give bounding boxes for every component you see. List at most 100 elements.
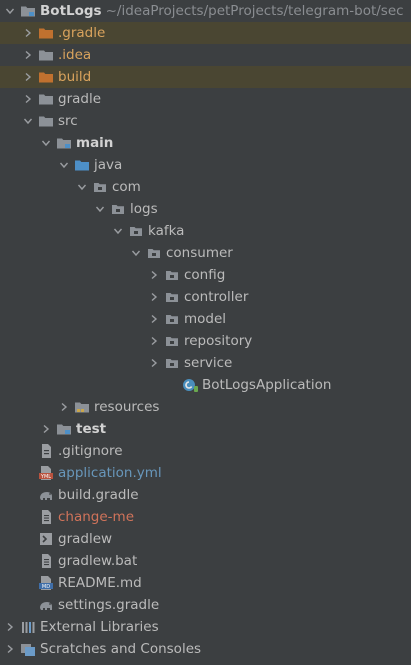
tree-row-label: gradle: [58, 88, 101, 110]
tree-row-resources[interactable]: resources: [0, 396, 411, 418]
tree-row-label: controller: [184, 286, 248, 308]
tree-row-text: .gradle: [58, 25, 106, 41]
tree-row-gitignore[interactable]: .gitignore: [0, 440, 411, 462]
tree-row-com[interactable]: com: [0, 176, 411, 198]
module-folder-icon: [56, 135, 72, 151]
chevron-right-icon[interactable]: [22, 88, 34, 110]
chevron-right-icon[interactable]: [40, 418, 52, 440]
chevron-down-icon[interactable]: [22, 110, 34, 132]
tree-row-logs[interactable]: logs: [0, 198, 411, 220]
tree-row-controller[interactable]: controller: [0, 286, 411, 308]
tree-row-service[interactable]: service: [0, 352, 411, 374]
tree-row-label: .idea: [58, 44, 91, 66]
tree-row-project-root[interactable]: BotLogs~/ideaProjects/petProjects/telegr…: [0, 0, 411, 22]
tree-row-text: config: [184, 267, 226, 283]
tree-row-text: kafka: [148, 223, 185, 239]
chevron-down-icon[interactable]: [94, 198, 106, 220]
tree-row-label: kafka: [148, 220, 184, 242]
gradle-elephant-icon: [38, 487, 54, 503]
chevron-right-icon[interactable]: [148, 308, 160, 330]
tree-row-text: src: [58, 113, 78, 129]
spring-boot-class-icon: [182, 377, 198, 393]
tree-row-label: main: [76, 132, 113, 154]
svg-text:YML: YML: [40, 474, 51, 480]
chevron-down-icon[interactable]: [76, 176, 88, 198]
tree-row-text: main: [76, 135, 114, 151]
tree-row-readme[interactable]: MD README.md: [0, 572, 411, 594]
tree-row-main[interactable]: main: [0, 132, 411, 154]
tree-row-kafka[interactable]: kafka: [0, 220, 411, 242]
libraries-icon: [20, 619, 36, 635]
chevron-down-icon[interactable]: [40, 132, 52, 154]
gradle-elephant-icon: [38, 597, 54, 613]
tree-row-gradlew[interactable]: gradlew: [0, 528, 411, 550]
tree-row-botlogs-application[interactable]: BotLogsApplication: [0, 374, 411, 396]
shell-script-icon: [38, 531, 54, 547]
tree-row-gradlew-bat[interactable]: gradlew.bat: [0, 550, 411, 572]
tree-row-text: settings.gradle: [58, 597, 160, 613]
package-icon: [164, 311, 180, 327]
tree-row-settings-gradle[interactable]: settings.gradle: [0, 594, 411, 616]
tree-row-text: service: [184, 355, 233, 371]
chevron-right-icon[interactable]: [148, 286, 160, 308]
package-icon: [146, 245, 162, 261]
tree-row-build-dir[interactable]: build: [0, 66, 411, 88]
tree-row-model[interactable]: model: [0, 308, 411, 330]
tree-row-text: com: [112, 179, 141, 195]
chevron-right-icon[interactable]: [4, 638, 16, 660]
tree-row-repository[interactable]: repository: [0, 330, 411, 352]
tree-row-config[interactable]: config: [0, 264, 411, 286]
chevron-right-icon[interactable]: [4, 616, 16, 638]
svg-text:MD: MD: [42, 584, 50, 590]
excluded-folder-icon: [38, 25, 54, 41]
chevron-down-icon[interactable]: [112, 220, 124, 242]
tree-row-src[interactable]: src: [0, 110, 411, 132]
tree-row-scratches[interactable]: Scratches and Consoles: [0, 638, 411, 660]
tree-row-label: change-me: [58, 506, 134, 528]
tree-row-text: gradle: [58, 91, 102, 107]
chevron-right-icon[interactable]: [58, 396, 70, 418]
tree-row-java[interactable]: java: [0, 154, 411, 176]
tree-row-build-gradle[interactable]: build.gradle: [0, 484, 411, 506]
tree-row-text: .gitignore: [58, 443, 123, 459]
tree-row-test[interactable]: test: [0, 418, 411, 440]
tree-row-text: BotLogs: [40, 3, 102, 19]
chevron-down-icon[interactable]: [130, 242, 142, 264]
tree-row-label: repository: [184, 330, 252, 352]
folder-icon: [38, 47, 54, 63]
chevron-down-icon[interactable]: [4, 0, 16, 22]
tree-row-label: service: [184, 352, 232, 374]
tree-row-gradle-folder[interactable]: gradle: [0, 88, 411, 110]
tree-row-text: logs: [130, 201, 158, 217]
chevron-right-icon[interactable]: [148, 330, 160, 352]
package-icon: [164, 289, 180, 305]
chevron-right-icon[interactable]: [22, 22, 34, 44]
package-icon: [164, 333, 180, 349]
chevron-down-icon[interactable]: [58, 154, 70, 176]
tree-row-label: com: [112, 176, 141, 198]
project-path: ~/ideaProjects/petProjects/telegram-bot/…: [105, 3, 404, 19]
tree-row-text: README.md: [58, 575, 142, 591]
tree-row-text: gradlew: [58, 531, 113, 547]
tree-row-change-me[interactable]: change-me: [0, 506, 411, 528]
tree-row-consumer[interactable]: consumer: [0, 242, 411, 264]
tree-row-text: model: [184, 311, 227, 327]
chevron-right-icon[interactable]: [148, 352, 160, 374]
tree-row-label: resources: [94, 396, 159, 418]
package-icon: [128, 223, 144, 239]
package-icon: [164, 267, 180, 283]
tree-row-text: Scratches and Consoles: [40, 641, 202, 657]
tree-row-label: .gitignore: [58, 440, 123, 462]
tree-row-label: gradlew.bat: [58, 550, 137, 572]
chevron-right-icon[interactable]: [22, 44, 34, 66]
chevron-right-icon[interactable]: [22, 66, 34, 88]
tree-row-external-libraries[interactable]: External Libraries: [0, 616, 411, 638]
tree-row-label: README.md: [58, 572, 142, 594]
folder-icon: [38, 91, 54, 107]
chevron-right-icon[interactable]: [148, 264, 160, 286]
tree-row-idea-dir[interactable]: .idea: [0, 44, 411, 66]
tree-row-gradle-dir[interactable]: .gradle: [0, 22, 411, 44]
tree-row-application-yml[interactable]: YML application.yml: [0, 462, 411, 484]
tree-row-text: External Libraries: [40, 619, 159, 635]
